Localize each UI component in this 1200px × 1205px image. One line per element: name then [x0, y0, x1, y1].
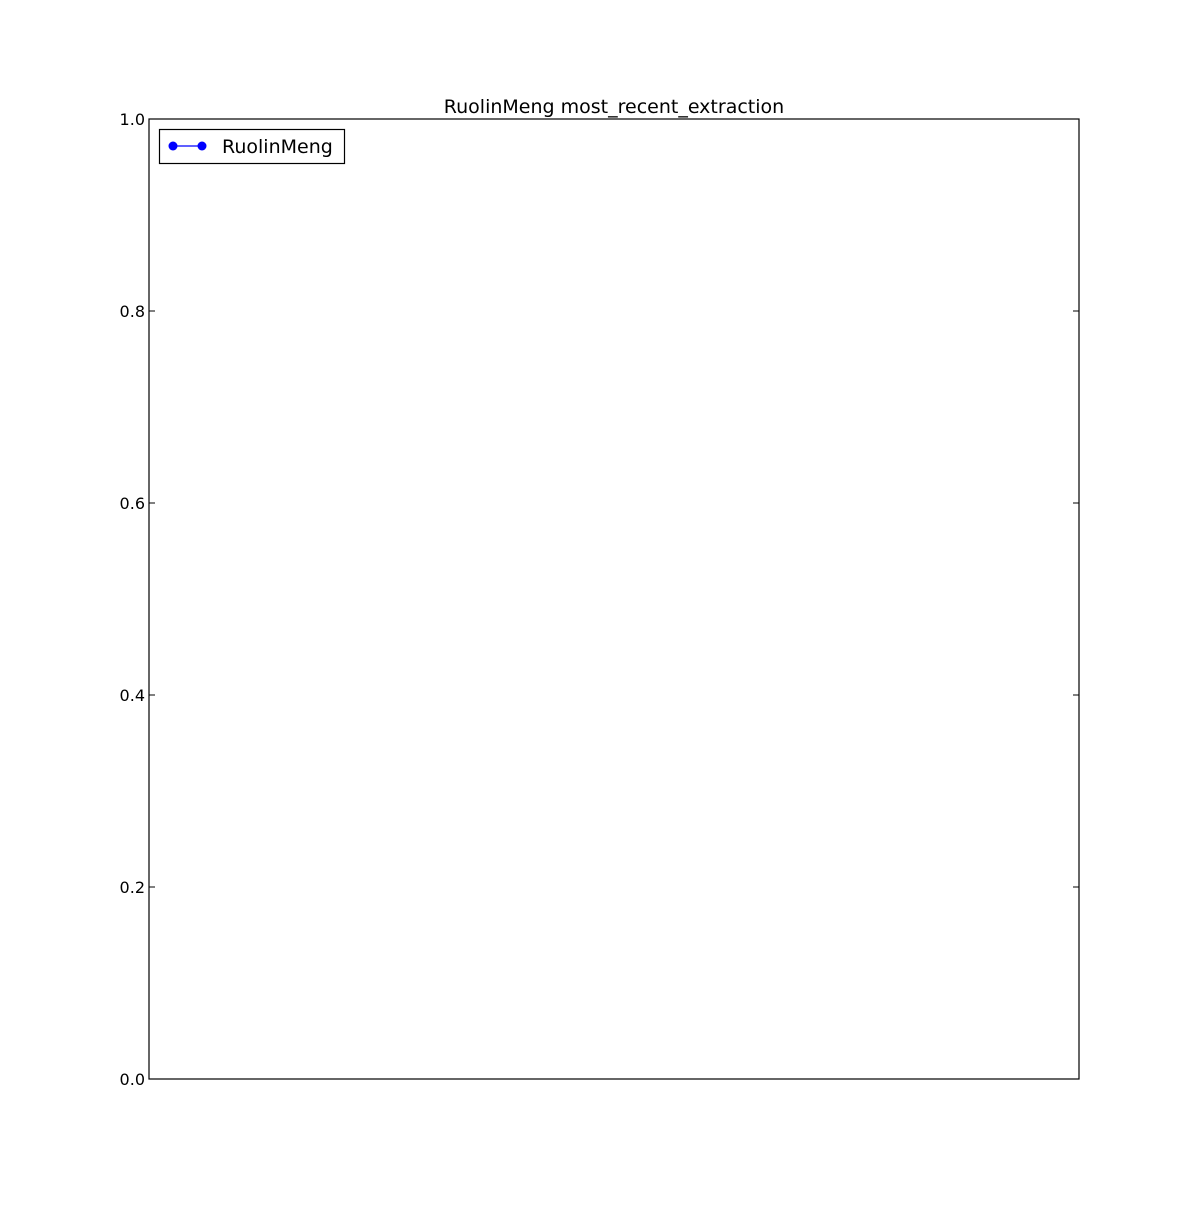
y-tick-label: 1.0 [120, 110, 145, 129]
legend-label: RuolinMeng [222, 136, 333, 158]
legend-marker-right [197, 141, 207, 151]
y-tick-label: 0.6 [120, 494, 145, 513]
y-tick-label: 0.0 [120, 1070, 145, 1089]
chart-title: RuolinMeng most_recent_extraction [444, 96, 784, 118]
legend-marker-left [168, 141, 178, 151]
y-tick-label: 0.4 [120, 686, 145, 705]
y-tick-label: 0.2 [120, 878, 145, 897]
y-tick-label: 0.8 [120, 302, 145, 321]
y-axis-ticks: 0.0 0.2 0.4 0.6 0.8 1.0 [120, 110, 1079, 1089]
legend: RuolinMeng [158, 128, 346, 165]
plot-area [148, 118, 1080, 1080]
